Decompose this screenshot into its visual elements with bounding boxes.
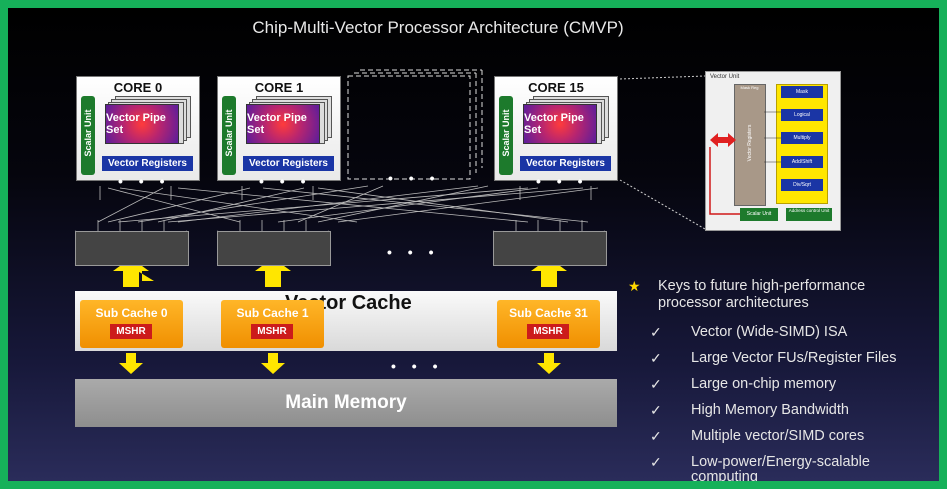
slide-title: Chip-Multi-Vector Processor Architecture… xyxy=(252,18,624,37)
vu-title: Vector Unit xyxy=(710,74,740,80)
keys-heading: Keys to future high-performance processo… xyxy=(658,278,865,312)
vector-registers: Vector Registers xyxy=(243,156,334,171)
crossbar-switch xyxy=(75,231,189,266)
vector-pipe-set-stack: Vector Pipe Set xyxy=(105,96,191,145)
vector-pipe-set-stack: Vector Pipe Set xyxy=(246,96,332,145)
core-0: CORE 0 Scalar Unit Vector Pipe Set Vecto… xyxy=(76,76,200,181)
core-15: CORE 15 Scalar Unit Vector Pipe Set Vect… xyxy=(494,76,618,181)
checkmark-icon: ✓ xyxy=(650,350,662,366)
vector-pipe-set: Vector Pipe Set xyxy=(105,104,179,144)
scalar-unit: Scalar Unit xyxy=(81,96,95,175)
vu-address-control: Address control Unit xyxy=(786,208,832,221)
main-memory: Main Memory xyxy=(75,379,617,427)
sub-cache-label: Sub Cache 1 xyxy=(236,306,309,320)
list-item: ✓Large on-chip memory xyxy=(650,376,837,392)
keys-heading-line1: Keys to future high-performance xyxy=(658,278,866,294)
checkmark-icon: ✓ xyxy=(650,454,662,470)
vector-pipe-set: Vector Pipe Set xyxy=(246,104,320,144)
vector-unit-detail: Vector Unit Mask Reg Vector Registers Ma… xyxy=(705,71,841,231)
sub-cache-31: Sub Cache 31 MSHR xyxy=(497,300,600,348)
star-icon: ★ xyxy=(628,278,641,294)
vector-registers: Vector Registers xyxy=(102,156,193,171)
list-item: ✓Large Vector FUs/Register Files xyxy=(650,350,897,366)
list-item: ✓Multiple vector/SIMD cores xyxy=(650,428,865,444)
list-item: ✓Vector (Wide-SIMD) ISA xyxy=(650,324,848,340)
sub-cache-1: Sub Cache 1 MSHR xyxy=(221,300,324,348)
checkmark-icon: ✓ xyxy=(650,428,662,444)
list-item: ✓ Low-power/Energy-scalable computing xyxy=(650,454,870,481)
mshr: MSHR xyxy=(110,324,152,339)
core-title: CORE 1 xyxy=(254,80,304,95)
list-item: ✓High Memory Bandwidth xyxy=(650,402,849,418)
core-1: CORE 1 Scalar Unit Vector Pipe Set Vecto… xyxy=(217,76,341,181)
crossbar-ellipsis: • • • xyxy=(387,244,440,260)
vector-registers: Vector Registers xyxy=(520,156,611,171)
vu-pipe-divsqrt: Div/Sqrt xyxy=(781,179,823,191)
vu-register-file xyxy=(734,84,766,206)
vector-pipe-set: Vector Pipe Set xyxy=(523,104,597,144)
scalar-unit: Scalar Unit xyxy=(222,96,236,175)
core0-port-ellipsis: • • • xyxy=(118,173,171,189)
vu-pipe-mask: Mask xyxy=(781,86,823,98)
scalar-unit: Scalar Unit xyxy=(499,96,513,175)
mshr: MSHR xyxy=(527,324,569,339)
vu-pipe-addshift: Add/Shift xyxy=(781,156,823,168)
mshr: MSHR xyxy=(251,324,293,339)
checkmark-icon: ✓ xyxy=(650,324,662,340)
vu-arrows xyxy=(709,111,781,215)
vu-pipe-multiply: Multiply xyxy=(781,132,823,144)
core15-port-ellipsis: • • • xyxy=(536,173,589,189)
sub-cache-label: Sub Cache 0 xyxy=(95,306,168,320)
crossbar-switch xyxy=(493,231,607,266)
sub-cache-0: Sub Cache 0 MSHR xyxy=(80,300,183,348)
checkmark-icon: ✓ xyxy=(650,402,662,418)
sub-cache-label: Sub Cache 31 xyxy=(509,306,588,320)
core1-port-ellipsis: • • • xyxy=(259,173,312,189)
cores-ellipsis: • • • xyxy=(388,170,441,186)
vector-pipe-set-stack: Vector Pipe Set xyxy=(523,96,609,145)
slide: Chip-Multi-Vector Processor Architecture… xyxy=(8,8,939,481)
vu-mask-reg: Mask Reg xyxy=(740,85,759,90)
memory-port-ellipsis: • • • xyxy=(391,358,444,374)
vu-scalar-unit: Scalar Unit xyxy=(740,208,778,221)
core-title: CORE 15 xyxy=(528,80,584,95)
core-title: CORE 0 xyxy=(113,80,163,95)
vu-pipe-logical: Logical xyxy=(781,109,823,121)
crossbar-switch xyxy=(217,231,331,266)
keys-heading-line2: processor architectures xyxy=(658,295,809,311)
checkmark-icon: ✓ xyxy=(650,376,662,392)
